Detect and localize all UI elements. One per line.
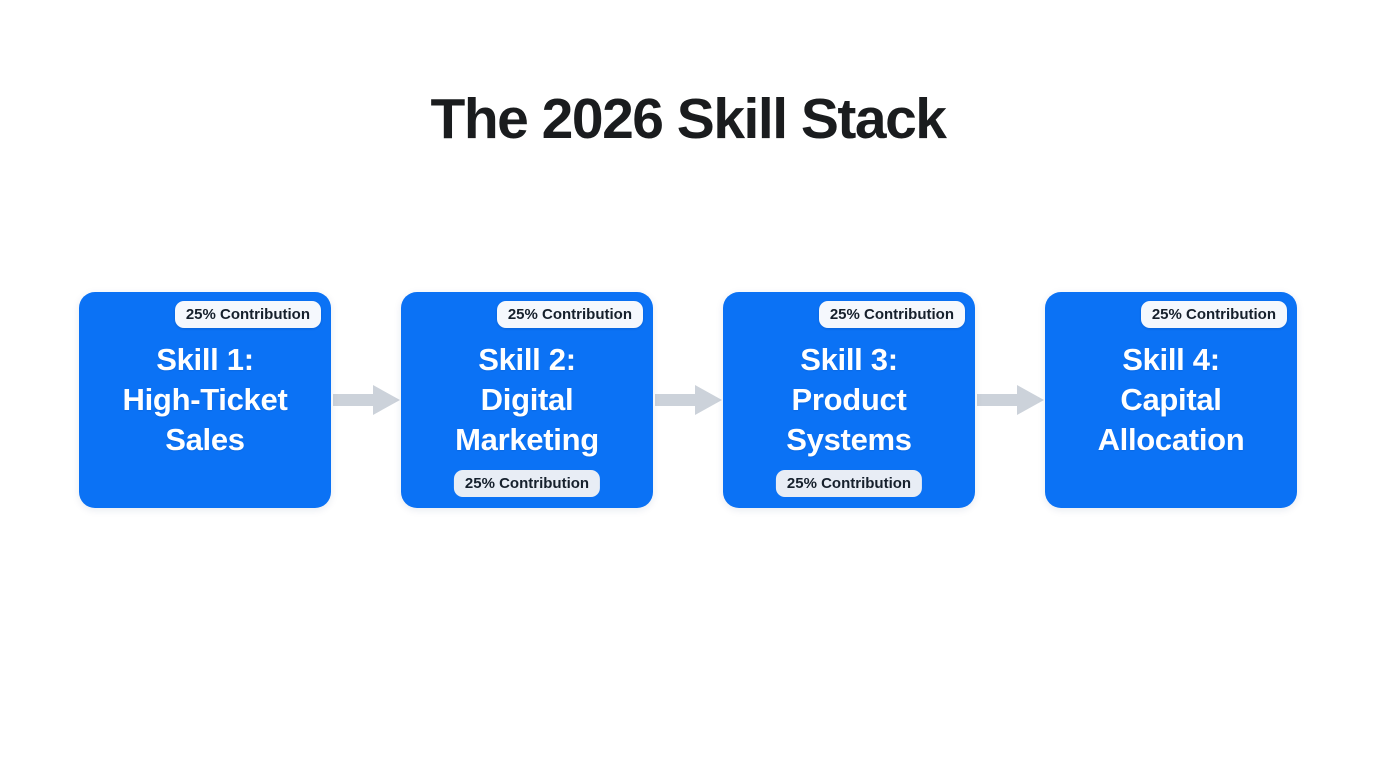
contribution-badge-top: 25% Contribution	[174, 301, 321, 328]
page-title: The 2026 Skill Stack	[430, 87, 947, 151]
skill-box-2: 25% Contribution Skill 2: Digital Market…	[401, 292, 653, 508]
skill-stack-diagram: 25% Contribution Skill 1: High-Ticket Sa…	[0, 292, 1376, 508]
skill-box-heading: Skill 3: Product Systems	[786, 342, 912, 457]
contribution-badge-top: 25% Contribution	[818, 301, 965, 328]
skill-box-heading: Skill 2: Digital Marketing	[455, 342, 599, 457]
skill-box-heading: Skill 1: High-Ticket Sales	[122, 342, 288, 457]
arrow-right-icon	[655, 385, 722, 415]
contribution-badge-bottom: 25% Contribution	[453, 470, 601, 497]
contribution-badge-top: 25% Contribution	[496, 301, 643, 328]
arrow-right-icon	[977, 385, 1044, 415]
contribution-badge-bottom: 25% Contribution	[775, 470, 923, 497]
skill-box-4: 25% Contribution Skill 4: Capital Alloca…	[1045, 292, 1297, 508]
skill-box-3: 25% Contribution Skill 3: Product System…	[723, 292, 975, 508]
arrow-right-icon	[333, 385, 400, 415]
skill-box-heading: Skill 4: Capital Allocation	[1097, 342, 1245, 457]
contribution-badge-top: 25% Contribution	[1140, 301, 1287, 328]
skill-box-1: 25% Contribution Skill 1: High-Ticket Sa…	[79, 292, 331, 508]
